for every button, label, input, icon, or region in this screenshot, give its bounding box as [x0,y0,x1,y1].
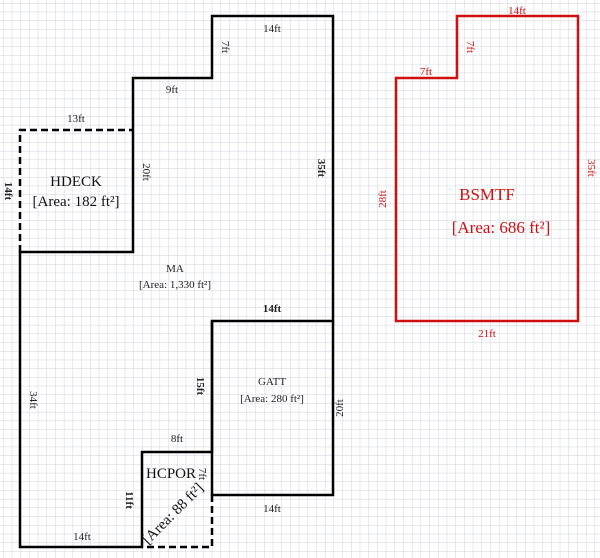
dim-hcpor-right: 7ft [196,468,208,480]
gatt-outline[interactable] [210,321,335,497]
dim-bsmtf-left: 28ft [377,190,389,208]
dim-ma-left-mid: 20ft [140,163,152,181]
ma-name: MA [166,263,184,275]
dim-ma-step-v: 7ft [219,41,231,53]
gatt-name: GATT [258,376,286,388]
hcpor-name: HCPOR [146,466,196,482]
bsmtf-outline[interactable] [394,14,580,323]
hdeck-area: [Area: 182 ft²] [33,194,120,210]
dim-gatt-top: 14ft [263,303,282,315]
dim-bsmtf-step-v: 7ft [464,41,476,53]
bsmtf-area: [Area: 686 ft²] [452,218,551,237]
dim-ma-right: 35ft [315,159,327,178]
dim-gatt-left: 15ft [194,377,206,396]
dim-bsmtf-bottom: 21ft [478,328,496,340]
dim-bsmtf-step-h: 7ft [420,66,432,78]
dim-bsmtf-top: 14ft [508,5,526,17]
hdeck-outline[interactable] [18,128,133,252]
dim-bsmtf-right: 35ft [585,159,597,177]
dim-gatt-right: 20ft [334,399,346,417]
dim-ma-bottom: 14ft [73,531,91,543]
ma-area: [Area: 1,330 ft²] [139,279,211,291]
gatt-area: [Area: 280 ft²] [240,393,304,405]
dim-ma-step-h: 9ft [166,84,178,96]
dim-ma-top: 14ft [263,23,281,35]
hdeck-name: HDECK [50,174,102,190]
dim-hdeck-top: 13ft [67,113,85,125]
dim-hcpor-top: 8ft [171,433,183,445]
bsmtf-name: BSMTF [459,185,515,204]
hcpor-outline[interactable] [142,495,214,549]
dim-hdeck-left: 14ft [2,182,14,201]
dim-gatt-bottom: 14ft [263,503,281,515]
dim-hcpor-left: 11ft [123,491,135,509]
dim-ma-left: 34ft [27,391,39,409]
